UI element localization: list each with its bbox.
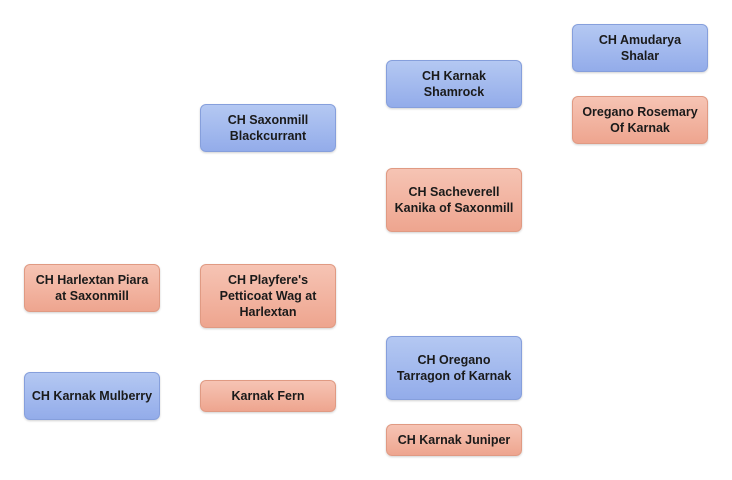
pedigree-node-oregano-rosemary: Oregano Rosemary Of Karnak [572, 96, 708, 144]
node-label: CH Amudarya Shalar [598, 33, 682, 63]
node-label: CH Harlextan Piara at Saxonmill [35, 273, 149, 303]
node-label: CH Karnak Juniper [397, 433, 511, 447]
pedigree-node-playferes-petticoat-wag: CH Playfere's Petticoat Wag at Harlextan [200, 264, 336, 328]
pedigree-node-saxonmill-blackcurrant: CH Saxonmill Blackcurrant [200, 104, 336, 152]
node-label: CH Oregano Tarragon of Karnak [396, 353, 512, 383]
node-label: CH Saxonmill Blackcurrant [227, 113, 309, 143]
node-label: CH Karnak Shamrock [422, 69, 486, 99]
node-label: CH Sacheverell Kanika of Saxonmill [394, 185, 514, 215]
pedigree-node-karnak-fern: Karnak Fern [200, 380, 336, 412]
node-label: Oregano Rosemary Of Karnak [582, 105, 698, 135]
node-label: Karnak Fern [231, 389, 305, 403]
pedigree-node-sacheverell-kanika: CH Sacheverell Kanika of Saxonmill [386, 168, 522, 232]
pedigree-node-harlextan-piara: CH Harlextan Piara at Saxonmill [24, 264, 160, 312]
node-label: CH Karnak Mulberry [31, 389, 153, 403]
pedigree-node-amudarya-shalar: CH Amudarya Shalar [572, 24, 708, 72]
pedigree-node-karnak-shamrock: CH Karnak Shamrock [386, 60, 522, 108]
node-label: CH Playfere's Petticoat Wag at Harlextan [219, 273, 317, 319]
pedigree-node-karnak-juniper: CH Karnak Juniper [386, 424, 522, 456]
pedigree-node-karnak-mulberry: CH Karnak Mulberry [24, 372, 160, 420]
pedigree-node-oregano-tarragon: CH Oregano Tarragon of Karnak [386, 336, 522, 400]
